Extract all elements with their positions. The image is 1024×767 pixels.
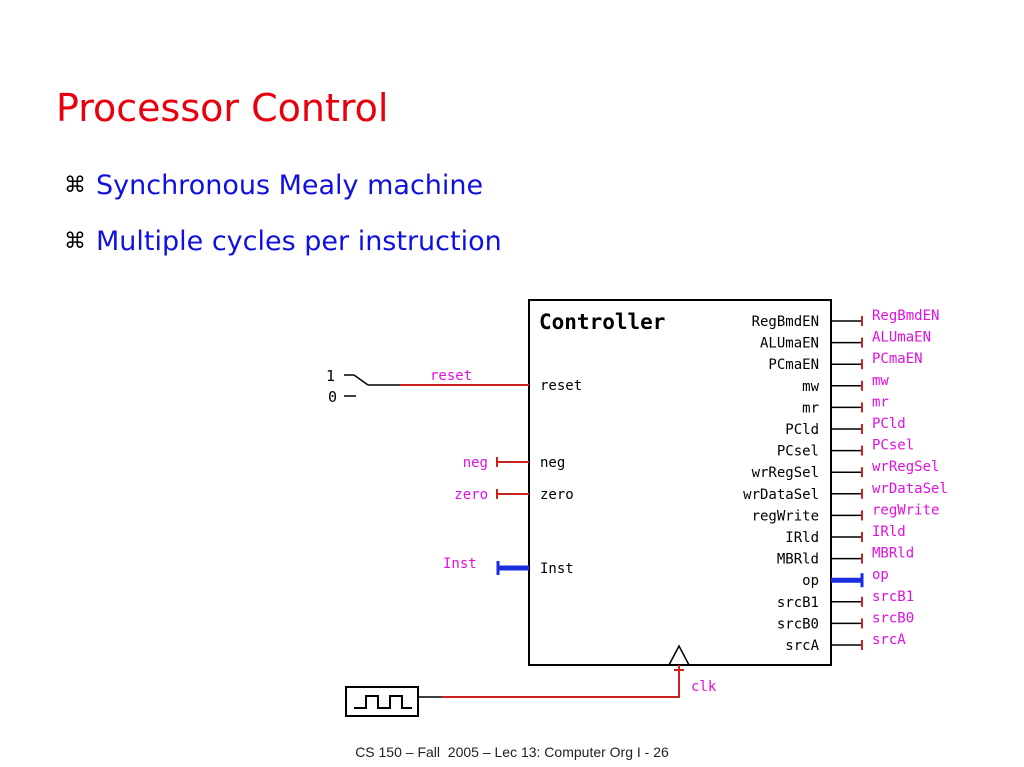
output-port-label-ALUmaEN: ALUmaEN [760, 336, 819, 352]
command-key-icon: ⌘ [64, 229, 86, 254]
output-wire-label-wrDataSel: wrDataSel [872, 481, 948, 497]
clock-generator-box [345, 686, 419, 717]
output-port-label-mr: mr [802, 400, 819, 416]
clock-wire-label: clk [691, 679, 717, 695]
slide-footer: CS 150 – Fall 2005 – Lec 13: Computer Or… [355, 744, 669, 760]
clock-wire [442, 665, 680, 698]
clock-input-triangle [668, 644, 690, 666]
output-port-label-srcB1: srcB1 [777, 595, 819, 611]
input-wire-label-zero: zero [454, 487, 488, 503]
input-port-label-zero: zero [540, 487, 574, 503]
output-port-label-srcA: srcA [785, 638, 819, 654]
output-port-label-wrRegSel: wrRegSel [752, 465, 819, 481]
output-port-label-PCld: PCld [785, 422, 819, 438]
input-wire-label-Inst: Inst [443, 556, 477, 572]
output-wire-label-mw: mw [872, 373, 889, 389]
bullet-text: Multiple cycles per instruction [96, 226, 502, 257]
switch-label-one: 1 [326, 367, 335, 385]
output-wire-label-MBRld: MBRld [872, 546, 914, 562]
output-port-label-wrDataSel: wrDataSel [743, 487, 819, 503]
output-port-label-regWrite: regWrite [752, 508, 819, 524]
output-wire-label-regWrite: regWrite [872, 502, 939, 518]
input-port-label-Inst: Inst [540, 561, 574, 577]
bullet-item: ⌘ Synchronous Mealy machine [64, 170, 483, 201]
bullet-text: Synchronous Mealy machine [96, 170, 484, 201]
input-wire-label-reset: reset [430, 368, 472, 384]
output-wire-label-srcA: srcA [872, 632, 906, 648]
bullet-item: ⌘ Multiple cycles per instruction [64, 226, 502, 257]
output-port-label-IRld: IRld [785, 530, 819, 546]
output-wire-label-srcB0: srcB0 [872, 610, 914, 626]
output-wire-label-RegBmdEN: RegBmdEN [872, 308, 939, 324]
output-wire-label-PCld: PCld [872, 416, 906, 432]
output-wire-label-srcB1: srcB1 [872, 589, 914, 605]
output-wire-label-mr: mr [872, 394, 889, 410]
input-port-label-reset: reset [540, 378, 582, 394]
output-port-label-PCsel: PCsel [777, 444, 819, 460]
output-wire-label-PCmaEN: PCmaEN [872, 351, 923, 367]
switch-lever [353, 374, 369, 386]
output-ports: RegBmdEN RegBmdEN ALUmaEN ALUmaEN PCmaEN PCma… [743, 308, 948, 654]
controller-label: Controller [539, 310, 665, 334]
output-port-label-RegBmdEN: RegBmdEN [752, 314, 819, 330]
controller-box [528, 299, 832, 666]
output-wire-label-op: op [872, 567, 889, 583]
output-wire-label-wrRegSel: wrRegSel [872, 459, 939, 475]
output-wire-label-ALUmaEN: ALUmaEN [872, 330, 931, 346]
output-port-label-srcB0: srcB0 [777, 616, 819, 632]
output-port-label-MBRld: MBRld [777, 552, 819, 568]
input-port-label-neg: neg [540, 455, 565, 471]
switch-label-zero: 0 [328, 388, 337, 406]
output-wire-label-IRld: IRld [872, 524, 906, 540]
slide-title: Processor Control [56, 86, 389, 130]
output-port-label-mw: mw [802, 379, 819, 395]
command-key-icon: ⌘ [64, 173, 86, 198]
input-wire-label-neg: neg [463, 455, 488, 471]
output-port-label-PCmaEN: PCmaEN [768, 357, 819, 373]
output-port-label-op: op [802, 573, 819, 589]
square-wave-icon [354, 695, 412, 709]
output-wire-label-PCsel: PCsel [872, 438, 914, 454]
